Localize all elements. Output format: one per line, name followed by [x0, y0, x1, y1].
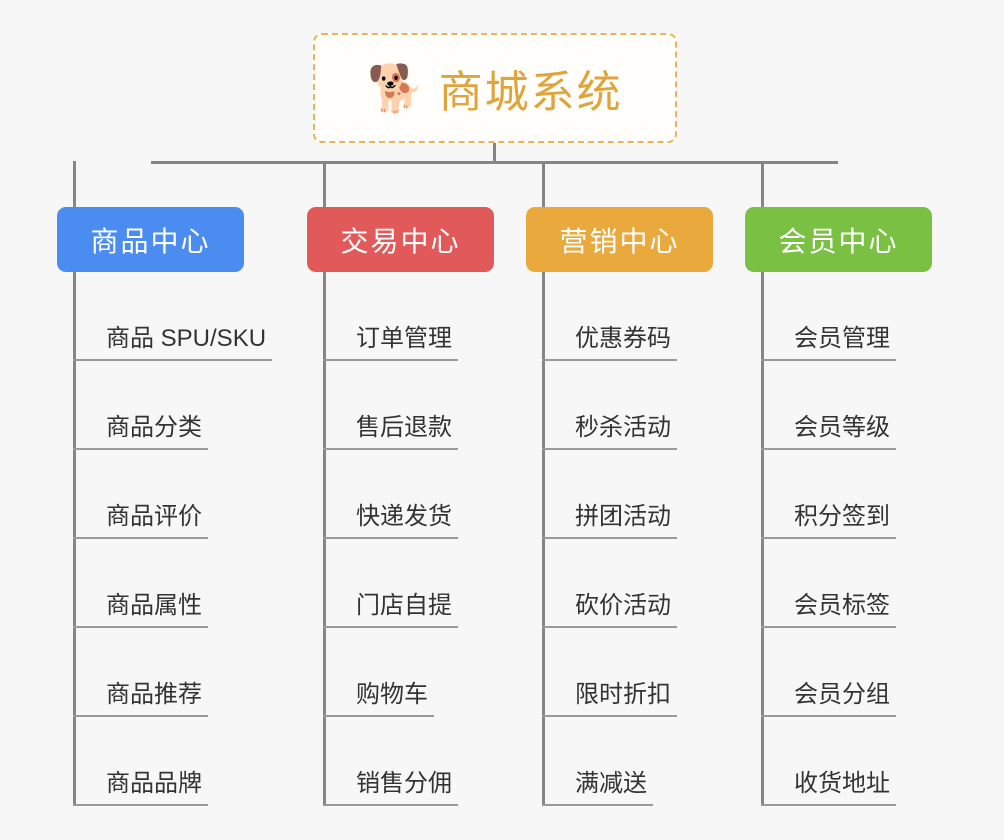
branch-header-trade-center[interactable]: 交易中心 — [307, 207, 494, 272]
root-stem-connector — [493, 143, 496, 164]
branch-drop-connector-marketing-center — [542, 161, 545, 207]
leaf-item-label: 优惠券码 — [542, 318, 677, 361]
leaf-item[interactable]: 订单管理 — [323, 272, 494, 361]
leaf-item-label: 收货地址 — [761, 763, 896, 806]
leaf-item-label: 商品属性 — [73, 585, 208, 628]
branch-header-product-center[interactable]: 商品中心 — [57, 207, 244, 272]
leaf-item-label: 限时折扣 — [542, 674, 677, 717]
branch-drop-connector-trade-center — [323, 161, 326, 207]
branch-product-center: 商品中心商品 SPU/SKU 商品分类商品评价商品属性商品推荐商品品牌 — [57, 207, 273, 806]
leaf-item-label: 快递发货 — [323, 496, 458, 539]
leaf-item[interactable]: 积分签到 — [761, 450, 932, 539]
leaf-item[interactable]: 会员等级 — [761, 361, 932, 450]
leaf-item[interactable]: 秒杀活动 — [542, 361, 713, 450]
leaf-item[interactable]: 售后退款 — [323, 361, 494, 450]
leaf-item-label: 门店自提 — [323, 585, 458, 628]
leaf-item[interactable]: 收货地址 — [761, 717, 932, 806]
leaf-item-label: 会员管理 — [761, 318, 896, 361]
branch-header-marketing-center[interactable]: 营销中心 — [526, 207, 713, 272]
leaf-list-trade-center: 订单管理售后退款快递发货门店自提购物车销售分佣 — [323, 272, 494, 806]
leaf-item[interactable]: 商品评价 — [73, 450, 244, 539]
leaf-item[interactable]: 商品分类 — [73, 361, 244, 450]
leaf-item[interactable]: 商品推荐 — [73, 628, 244, 717]
leaf-item-label: 积分签到 — [761, 496, 896, 539]
branch-drop-connector-product-center — [73, 161, 76, 207]
root-node[interactable]: 🐕 商城系统 — [313, 33, 677, 143]
leaf-item[interactable]: 会员管理 — [761, 272, 932, 361]
branch-header-member-center[interactable]: 会员中心 — [745, 207, 932, 272]
leaf-item[interactable]: 会员标签 — [761, 539, 932, 628]
leaf-item-label: 订单管理 — [323, 318, 458, 361]
leaf-item-label: 购物车 — [323, 674, 434, 717]
leaf-item-label: 售后退款 — [323, 407, 458, 450]
leaf-item[interactable]: 购物车 — [323, 628, 494, 717]
leaf-list-member-center: 会员管理会员等级积分签到会员标签会员分组收货地址 — [761, 272, 932, 806]
leaf-item[interactable]: 优惠券码 — [542, 272, 713, 361]
leaf-item-label: 商品 SPU/SKU — [73, 318, 273, 361]
leaf-item[interactable]: 商品品牌 — [73, 717, 244, 806]
leaf-item-label: 商品评价 — [73, 496, 208, 539]
leaf-item[interactable]: 商品 SPU/SKU — [73, 272, 273, 361]
leaf-item-label: 会员等级 — [761, 407, 896, 450]
horizontal-bus-connector — [151, 161, 838, 164]
leaf-item[interactable]: 满减送 — [542, 717, 713, 806]
leaf-item[interactable]: 门店自提 — [323, 539, 494, 628]
leaf-item-label: 满减送 — [542, 763, 653, 806]
leaf-item-label: 秒杀活动 — [542, 407, 677, 450]
leaf-item[interactable]: 快递发货 — [323, 450, 494, 539]
shiba-dog-face-icon: 🐕 — [367, 62, 425, 114]
branch-member-center: 会员中心会员管理会员等级积分签到会员标签会员分组收货地址 — [745, 207, 932, 806]
leaf-item[interactable]: 会员分组 — [761, 628, 932, 717]
leaf-item-label: 会员分组 — [761, 674, 896, 717]
leaf-item-label: 销售分佣 — [323, 763, 458, 806]
branch-marketing-center: 营销中心优惠券码秒杀活动拼团活动砍价活动限时折扣满减送 — [526, 207, 713, 806]
leaf-item[interactable]: 销售分佣 — [323, 717, 494, 806]
leaf-item-label: 拼团活动 — [542, 496, 677, 539]
leaf-item-label: 商品品牌 — [73, 763, 208, 806]
root-title: 商城系统 — [438, 68, 623, 117]
branch-drop-connector-member-center — [761, 161, 764, 207]
leaf-item[interactable]: 砍价活动 — [542, 539, 713, 628]
branch-trade-center: 交易中心订单管理售后退款快递发货门店自提购物车销售分佣 — [307, 207, 494, 806]
leaf-item[interactable]: 拼团活动 — [542, 450, 713, 539]
leaf-item[interactable]: 限时折扣 — [542, 628, 713, 717]
leaf-item-label: 商品分类 — [73, 407, 208, 450]
leaf-item-label: 会员标签 — [761, 585, 896, 628]
leaf-item-label: 砍价活动 — [542, 585, 677, 628]
leaf-list-product-center: 商品 SPU/SKU 商品分类商品评价商品属性商品推荐商品品牌 — [73, 272, 273, 806]
leaf-list-marketing-center: 优惠券码秒杀活动拼团活动砍价活动限时折扣满减送 — [542, 272, 713, 806]
leaf-item-label: 商品推荐 — [73, 674, 208, 717]
leaf-item[interactable]: 商品属性 — [73, 539, 244, 628]
